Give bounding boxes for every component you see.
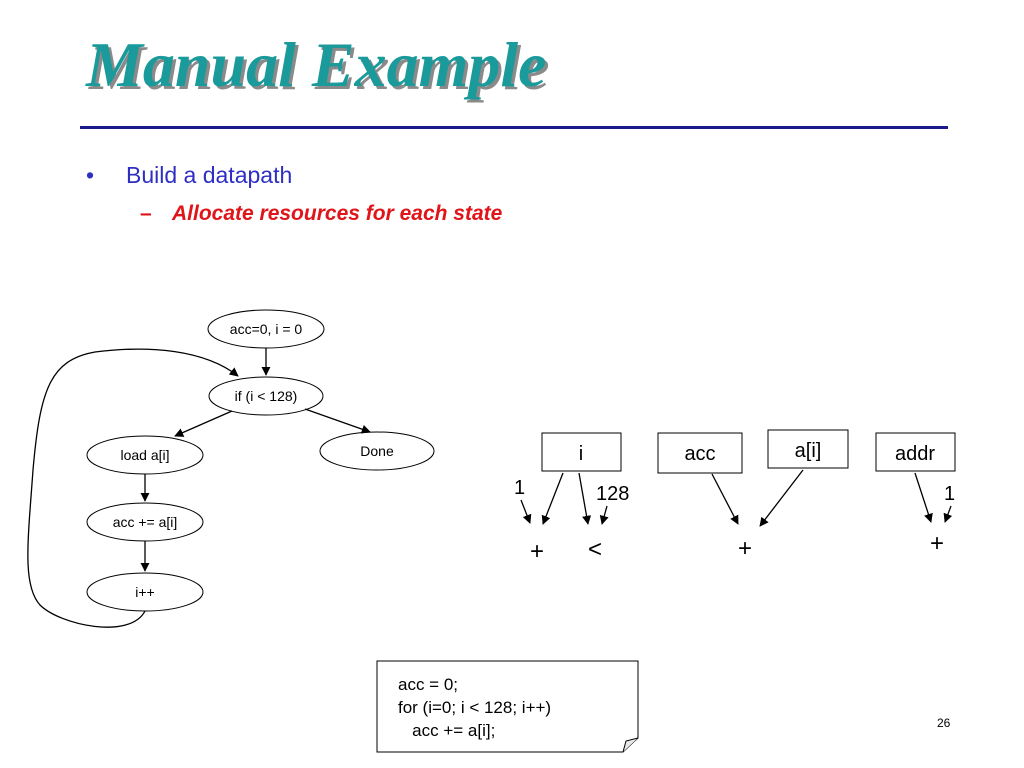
sub-bullet-text: Allocate resources for each state xyxy=(172,202,503,225)
state-incr-label: i++ xyxy=(135,584,154,600)
register-a-i-label: a[i] xyxy=(795,440,822,462)
wire-one-addr-add xyxy=(943,505,953,523)
bullet-item: • Build a datapath xyxy=(86,162,292,189)
operator-less-than: < xyxy=(588,536,602,563)
code-snippet: acc = 0; for (i=0; i < 128; i++) acc += … xyxy=(398,673,551,742)
state-init-label: acc=0, i = 0 xyxy=(230,321,303,337)
register-acc-label: acc xyxy=(684,443,715,465)
register-addr: addr xyxy=(875,432,956,472)
wire-128-compare xyxy=(599,505,609,525)
operator-add-i: + xyxy=(530,538,544,565)
bullet-marker: • xyxy=(86,162,95,188)
register-a-i: a[i] xyxy=(767,429,849,469)
state-done-label: Done xyxy=(360,443,394,459)
constant-128: 128 xyxy=(596,483,629,505)
constant-one-right: 1 xyxy=(944,483,955,505)
wire-a-i-add xyxy=(759,469,804,527)
edge-cond-load xyxy=(174,410,233,437)
code-line: for (i=0; i < 128; i++) xyxy=(398,698,552,717)
slide-title: Manual Example xyxy=(86,29,547,100)
sub-bullet-marker: – xyxy=(140,202,152,225)
state-cond-label: if (i < 128) xyxy=(235,388,298,404)
state-accum-label: acc += a[i] xyxy=(113,514,178,530)
code-note-box xyxy=(376,660,639,753)
bullet-text: Build a datapath xyxy=(126,162,293,188)
wire-i-add xyxy=(541,472,564,525)
constant-one-left: 1 xyxy=(514,477,525,499)
register-i-label: i xyxy=(579,443,583,465)
wire-i-compare xyxy=(578,472,592,525)
register-addr-label: addr xyxy=(895,443,935,465)
state-accum: acc += a[i] xyxy=(86,502,204,542)
wire-acc-add xyxy=(711,473,739,525)
operator-add-addr: + xyxy=(930,530,944,557)
wire-one-add xyxy=(520,499,532,524)
title-divider xyxy=(80,126,948,129)
state-cond: if (i < 128) xyxy=(208,376,324,416)
edge-cond-done xyxy=(304,408,371,434)
register-i: i xyxy=(541,432,622,472)
state-load-label: load a[i] xyxy=(120,447,169,463)
wire-addr-add xyxy=(914,472,933,523)
sub-bullet-item: –Allocate resources for each state xyxy=(140,202,502,226)
state-incr: i++ xyxy=(86,572,204,612)
page-number: 26 xyxy=(937,716,951,730)
state-load: load a[i] xyxy=(86,435,204,475)
operator-add-acc: + xyxy=(738,535,752,562)
state-init: acc=0, i = 0 xyxy=(207,309,325,349)
register-acc: acc xyxy=(657,432,743,474)
state-done: Done xyxy=(319,431,435,471)
edge-incr-cond-loop xyxy=(27,348,239,628)
code-line: acc += a[i]; xyxy=(398,721,496,740)
code-line: acc = 0; xyxy=(398,675,459,694)
